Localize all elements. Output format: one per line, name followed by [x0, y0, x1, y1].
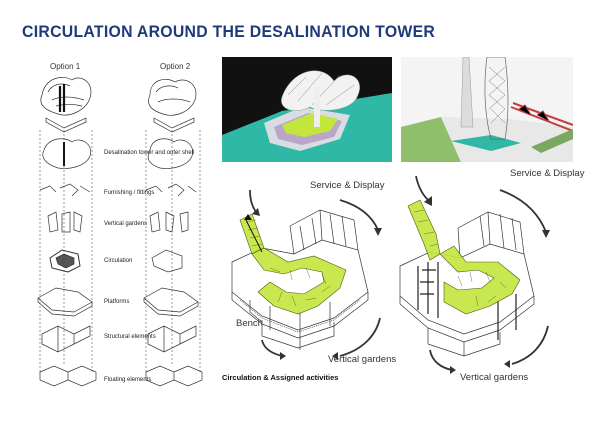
layer-label-tower-shell: Desalination tower and outer shell [104, 150, 195, 156]
circulation-caption: Circulation & Assigned activities [222, 373, 339, 382]
layer-label-furnishing: Furnishing / fittings [104, 190, 155, 196]
label-vertical-gardens-right: Vertical gardens [460, 372, 529, 383]
label-service-display-right: Service & Display [510, 168, 585, 179]
option-1-label: Option 1 [50, 62, 81, 71]
render-option-2 [401, 57, 573, 162]
render-option-1 [222, 57, 392, 162]
label-service-display-left: Service & Display [310, 180, 385, 191]
option-2-label: Option 2 [160, 62, 191, 71]
layer-label-vertical-gardens: Vertical gardens [104, 221, 148, 227]
layer-label-platforms: Platforms [104, 299, 130, 305]
label-vertical-gardens-left: Vertical gardens [328, 354, 397, 365]
layer-label-floating: Floating elements [104, 377, 152, 383]
layer-label-circulation: Circulation [104, 258, 133, 264]
layer-label-structural: Structural elements [104, 334, 156, 340]
page-title: CIRCULATION AROUND THE DESALINATION TOWE… [22, 22, 436, 41]
label-bench: Bench [236, 318, 263, 329]
